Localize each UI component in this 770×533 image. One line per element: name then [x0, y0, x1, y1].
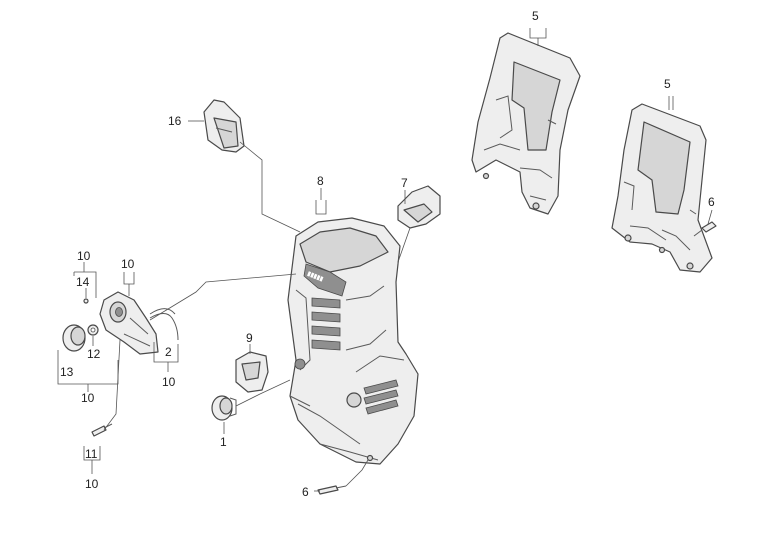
callout-16: 16 — [168, 114, 182, 128]
callout-10-top-left: 10 — [77, 249, 91, 263]
part-5-rear-frame-right — [611, 103, 713, 273]
callout-labels: 5 5 6 16 8 7 9 1 6 10 14 10 12 13 10 2 1… — [60, 9, 715, 499]
callout-10-hose: 10 — [162, 375, 176, 389]
callout-10-bracket: 10 — [121, 257, 135, 271]
part-5-rear-frame-left — [471, 32, 581, 215]
part-12-seal-ring — [87, 324, 99, 336]
callout-10-left-group: 10 — [81, 391, 95, 405]
callout-8: 8 — [317, 174, 324, 188]
part-1-knob — [211, 395, 237, 421]
part-6-screw-bottom — [317, 485, 347, 495]
callout-5-left: 5 — [532, 9, 539, 23]
part-10-switch-bracket — [99, 291, 159, 355]
part-7-cap — [397, 185, 441, 229]
callout-12: 12 — [87, 347, 101, 361]
part-14-small-pin — [83, 298, 89, 304]
leader-lines — [57, 28, 713, 492]
part-8-main-housing: ▮▮▮▮▮ — [287, 217, 419, 465]
part-2-hose — [149, 308, 179, 341]
part-13-switch-knob — [62, 324, 86, 352]
part-16-cover — [203, 99, 245, 153]
callout-11: 11 — [85, 447, 98, 461]
callout-2: 2 — [165, 345, 172, 359]
callout-6-right: 6 — [708, 195, 715, 209]
part-6-screw-right — [693, 221, 717, 237]
callout-9: 9 — [246, 331, 253, 345]
svg-text:▮▮▮▮▮: ▮▮▮▮▮ — [306, 271, 324, 283]
callout-13: 13 — [60, 365, 74, 379]
callout-6-bottom: 6 — [302, 485, 309, 499]
callout-7: 7 — [401, 176, 408, 190]
callout-10-screw: 10 — [85, 477, 99, 491]
callout-5-right: 5 — [664, 77, 671, 91]
part-9-holder — [235, 351, 269, 393]
part-11-screw — [91, 423, 113, 437]
callout-14: 14 — [76, 275, 90, 289]
callout-1: 1 — [220, 435, 227, 449]
